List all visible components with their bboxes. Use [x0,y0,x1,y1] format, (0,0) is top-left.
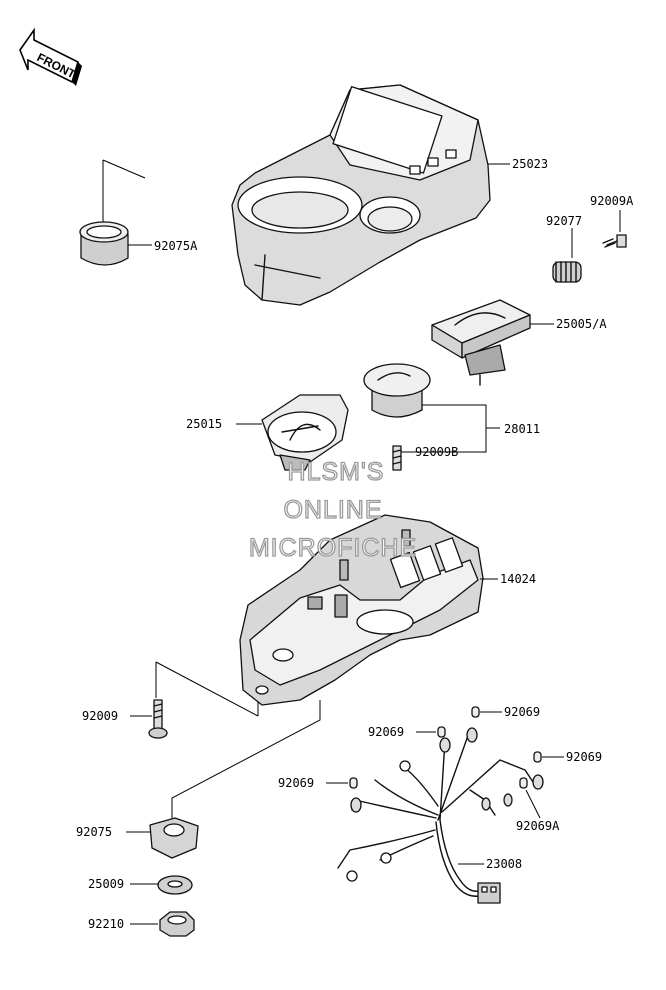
label-bolt-top-right: 92009A [590,194,634,208]
watermark-line-3: MICROFICHE [249,534,417,562]
wire-harness [337,727,544,904]
nut [159,911,195,937]
watermark-line-1: HLSM'S [288,458,385,486]
label-nut: 92210 [88,917,124,931]
mount-rubber [149,817,199,859]
label-bushing-c: 92069 [566,750,602,764]
bushing-b [437,726,446,738]
tachometer [261,394,349,471]
bushing-e [519,777,528,789]
label-bushing-d: 92069 [278,776,314,790]
fuel-gauge [431,299,531,386]
washer [157,875,193,895]
label-meter-case-lower: 14024 [500,572,536,586]
cap-left [79,159,146,266]
label-wire-harness: 23008 [486,857,522,871]
front-arrow: FRONT [19,27,82,86]
bushing-a [471,706,480,718]
meter-case-lower [239,514,484,706]
watermark-line-2: ONLINE [283,496,382,524]
watermark: HLSM'S ONLINE MICROFICHE [248,457,417,562]
bolt-top-right [602,234,627,248]
meter-unit [363,363,431,418]
label-bushing-a: 92069 [504,705,540,719]
label-washer: 25009 [88,877,124,891]
label-meter-case-cover: 25023 [512,157,548,171]
label-fuel-gauge: 25005/A [556,317,607,331]
label-meter-unit: 28011 [504,422,540,436]
label-bolt-lower-left: 92009 [82,709,118,723]
label-tachometer: 25015 [186,417,222,431]
meter-case-cover [231,84,491,306]
label-bushing-b: 92069 [368,725,404,739]
bolt-lower-left [148,699,168,739]
bolt-mid [392,445,402,471]
label-mount-rubber: 92075 [76,825,112,839]
label-gear: 92077 [546,214,582,228]
bushing-c [533,751,542,763]
label-cap-left: 92075A [154,239,198,253]
bushing-d [349,777,358,789]
gear [552,261,582,283]
label-bushing-e: 92069A [516,819,560,833]
